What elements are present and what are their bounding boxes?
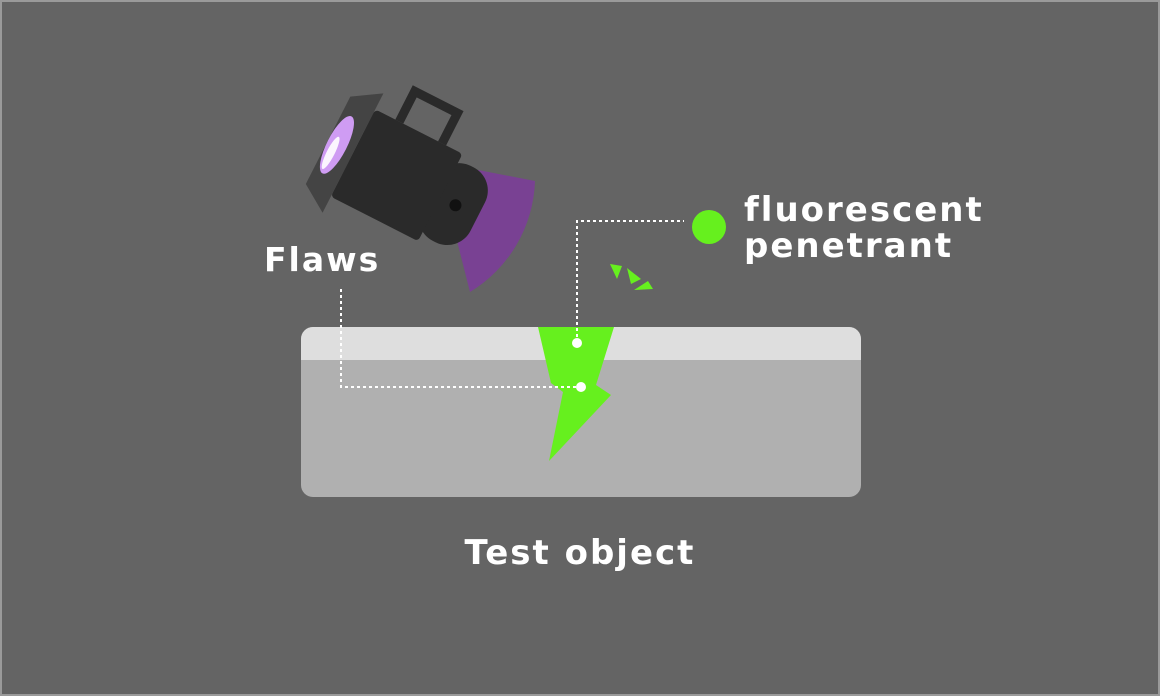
flaws-label: Flaws — [264, 240, 380, 279]
uv-lamp-icon — [305, 85, 488, 246]
flaws-leader — [340, 289, 586, 392]
flaw-crack-penetrant — [538, 327, 614, 461]
lamp-body — [332, 110, 462, 240]
fluorescence-sparkle-icon — [610, 264, 653, 290]
lamp-knob — [449, 199, 462, 212]
lamp-handle — [395, 85, 464, 146]
lamp-barn-door — [305, 93, 384, 213]
penetrant-leader — [572, 220, 684, 348]
test-object-label: Test object — [465, 533, 696, 573]
penetrant-label-line2: penetrant — [744, 226, 953, 266]
penetrant-label-line1: fluorescent — [744, 190, 984, 230]
green-dot-icon — [692, 210, 726, 244]
lamp-lens-highlight — [321, 136, 340, 170]
